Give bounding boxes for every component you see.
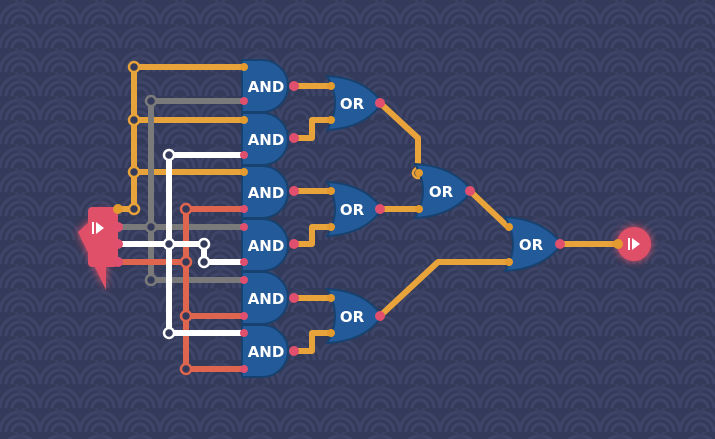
gate-label: AND (248, 78, 285, 96)
gate-label: OR (429, 183, 454, 201)
input-pin[interactable] (240, 168, 248, 176)
input-pin[interactable] (113, 239, 123, 249)
or-gate-5[interactable]: OR (503, 215, 565, 273)
and-gate-6[interactable]: AND (240, 324, 299, 378)
input-pin[interactable] (327, 329, 335, 337)
output-pin[interactable] (375, 204, 385, 214)
input-pin[interactable] (240, 205, 248, 213)
node (162, 326, 176, 340)
node (127, 60, 141, 74)
input-pin[interactable] (415, 205, 423, 213)
or-gate-1[interactable]: OR (325, 74, 385, 132)
output-pin[interactable] (289, 133, 299, 143)
gate-label: OR (340, 308, 365, 326)
node (127, 165, 141, 179)
gate-label: OR (340, 201, 365, 219)
input-pin[interactable] (113, 257, 123, 267)
wire-or3-or5 (377, 259, 511, 319)
gate-label: OR (340, 95, 365, 113)
node (127, 113, 141, 127)
input-pin[interactable] (505, 223, 513, 231)
node (197, 255, 211, 269)
gate-label: AND (248, 131, 285, 149)
node (179, 309, 193, 323)
output-pin[interactable] (289, 293, 299, 303)
input-pin[interactable] (240, 258, 248, 266)
or-gate-3[interactable]: OR (325, 287, 385, 345)
input-pin[interactable] (240, 63, 248, 71)
gate-label: AND (248, 237, 285, 255)
output-pin[interactable] (289, 186, 299, 196)
input-pin[interactable] (415, 169, 423, 177)
gate-label: AND (248, 343, 285, 361)
node (179, 362, 193, 376)
play-icon (92, 222, 104, 234)
input-pin[interactable] (327, 187, 335, 195)
wire-white-2 (166, 241, 243, 265)
input-terminal[interactable] (78, 204, 123, 290)
output-pin[interactable] (375, 311, 385, 321)
input-pin[interactable] (327, 116, 335, 124)
or-gate-4[interactable]: OR (413, 162, 475, 220)
output-pin[interactable] (289, 239, 299, 249)
play-icon (628, 238, 640, 250)
input-pin[interactable] (240, 97, 248, 105)
input-terminal-body (88, 207, 118, 267)
wire-or4-or5 (467, 188, 511, 230)
and-gate-4[interactable]: AND (240, 218, 299, 272)
output-pin[interactable] (375, 98, 385, 108)
output-pin[interactable] (555, 239, 565, 249)
input-pin[interactable] (240, 116, 248, 124)
node (162, 148, 176, 162)
wire-orange-1 (115, 64, 248, 212)
input-pin[interactable] (613, 239, 623, 249)
input-pin[interactable] (327, 82, 335, 90)
node (179, 202, 193, 216)
input-pin[interactable] (240, 151, 248, 159)
input-pin[interactable] (113, 204, 123, 214)
wire-and4-or2 (291, 224, 333, 247)
node (144, 273, 158, 287)
input-pin[interactable] (327, 294, 335, 302)
and-gate-5[interactable]: AND (240, 271, 299, 325)
input-pin[interactable] (505, 258, 513, 266)
node (144, 94, 158, 108)
gate-label: AND (248, 184, 285, 202)
and-gate-1[interactable]: AND (240, 59, 299, 113)
node (127, 202, 141, 216)
output-pin[interactable] (465, 186, 475, 196)
gate-label: AND (248, 290, 285, 308)
input-pin[interactable] (113, 222, 123, 232)
output-terminal[interactable] (613, 227, 651, 261)
wire-gray-1 (115, 98, 248, 230)
input-pin[interactable] (240, 312, 248, 320)
wire-or1-or4 (377, 100, 421, 176)
wire-white-1 (115, 152, 243, 247)
output-pin[interactable] (289, 346, 299, 356)
gate-label: OR (519, 236, 544, 254)
wire-red-1 (115, 206, 248, 265)
node (144, 220, 158, 234)
node (179, 255, 193, 269)
input-pin[interactable] (240, 276, 248, 284)
wire-and6-or3 (291, 330, 333, 354)
input-pin[interactable] (240, 329, 248, 337)
output-pin[interactable] (289, 81, 299, 91)
and-gate-3[interactable]: AND (240, 165, 299, 219)
or-gate-2[interactable]: OR (325, 180, 385, 238)
input-pin[interactable] (240, 223, 248, 231)
wire-and2-or1 (291, 117, 333, 141)
node (162, 237, 176, 251)
and-gate-2[interactable]: AND (240, 112, 299, 166)
input-pin[interactable] (240, 365, 248, 373)
node (197, 237, 211, 251)
input-pin[interactable] (327, 223, 335, 231)
